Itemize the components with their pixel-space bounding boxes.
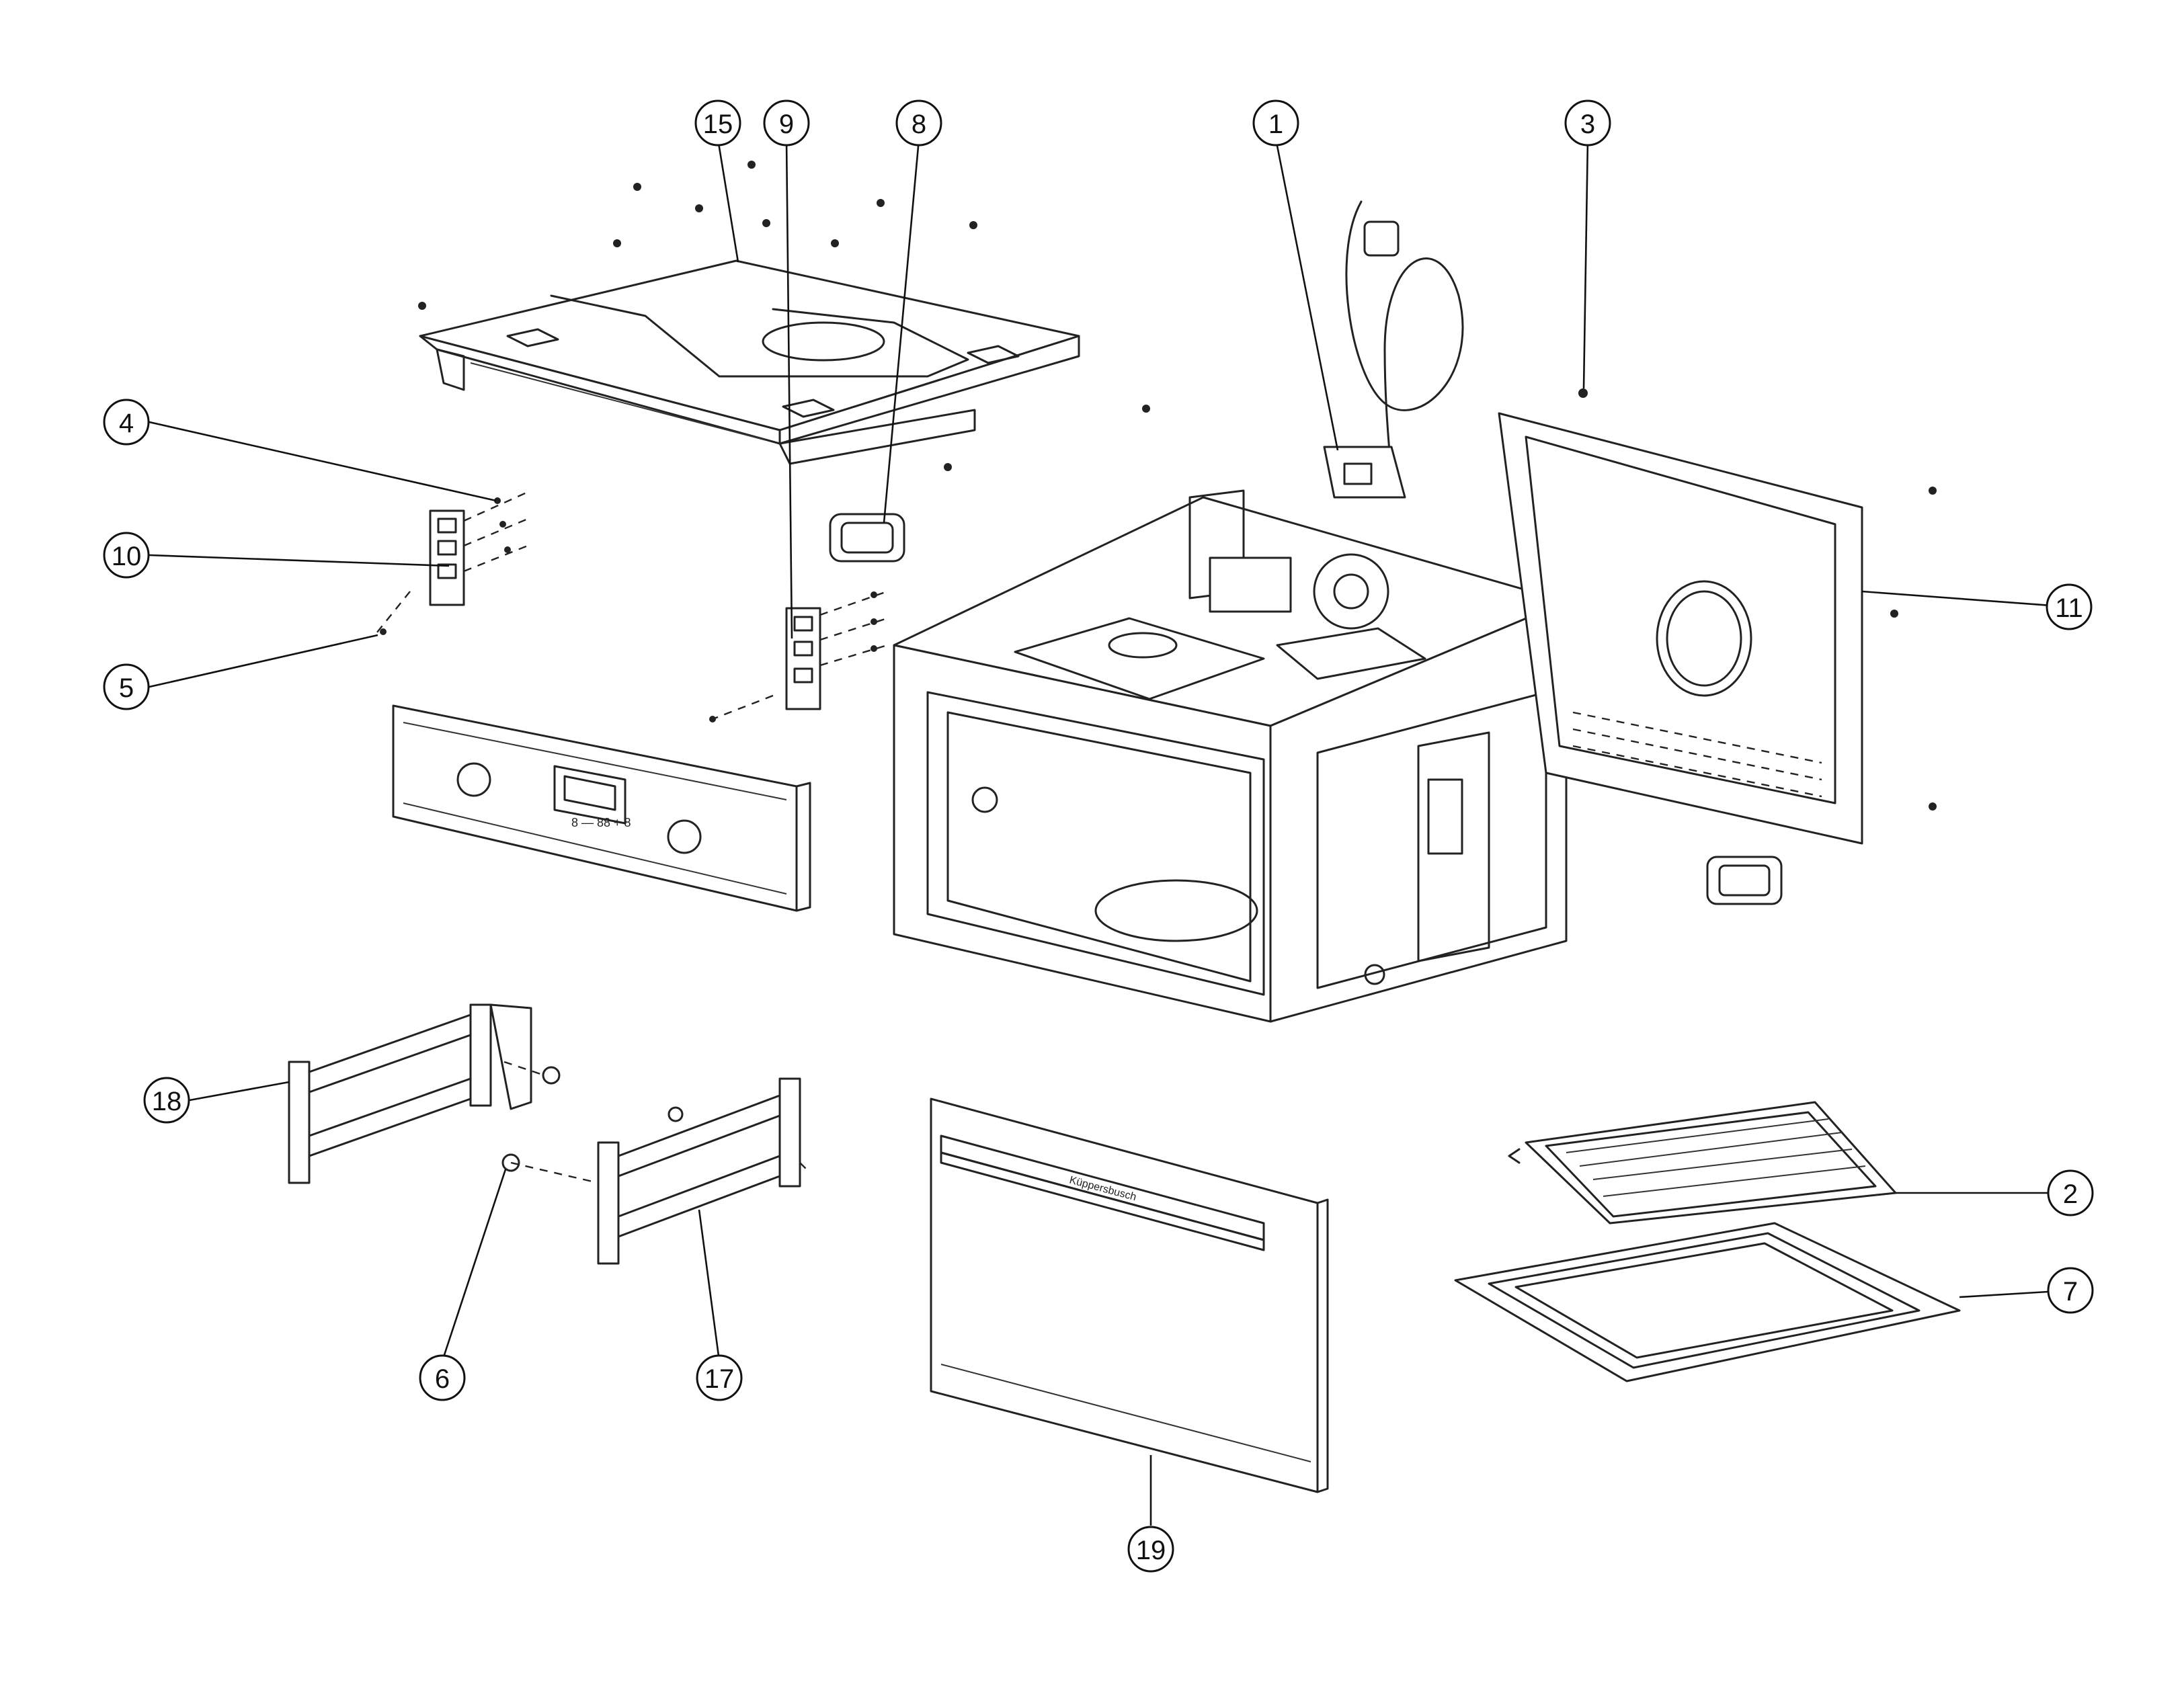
callout-4: 4 — [103, 399, 150, 446]
back-panel — [1498, 412, 1863, 905]
callout-label: 19 — [1136, 1536, 1166, 1565]
callout-label: 7 — [2063, 1277, 2078, 1307]
callout-label: 6 — [435, 1364, 450, 1394]
callout-label: 1 — [1268, 110, 1283, 139]
callout-5: 5 — [103, 663, 150, 710]
right-hinge-assembly — [709, 590, 888, 722]
callout-17: 17 — [696, 1354, 743, 1401]
oven-main-body — [893, 489, 1568, 1023]
callout-label: 15 — [703, 110, 733, 139]
back-panel-screws — [1890, 487, 1937, 811]
callout-18: 18 — [143, 1077, 190, 1124]
oven-door: Küppersbusch — [930, 1097, 1329, 1493]
callout-label: 2 — [2063, 1179, 2078, 1209]
panel-display-symbols: 8 — 88 + 8 — [571, 816, 631, 829]
callout-label: 10 — [112, 542, 142, 571]
baking-tray — [1454, 1222, 1961, 1382]
callout-label: 17 — [704, 1364, 735, 1394]
callout-label: 8 — [912, 110, 926, 139]
right-shelf-rail — [501, 1077, 807, 1265]
leader-lines — [149, 138, 2071, 1526]
callout-label: 5 — [119, 673, 134, 703]
top-cover-plate — [419, 259, 1080, 465]
callout-9: 9 — [763, 99, 810, 147]
callout-label: 11 — [2055, 593, 2083, 623]
callout-1: 1 — [1252, 99, 1299, 147]
power-cord — [1323, 200, 1464, 499]
left-shelf-rail — [288, 1003, 561, 1184]
callout-6: 6 — [419, 1354, 466, 1401]
callout-7: 7 — [2047, 1267, 2094, 1314]
callout-2: 2 — [2047, 1169, 2094, 1216]
callout-10: 10 — [103, 532, 150, 579]
callout-label: 3 — [1580, 110, 1595, 139]
callout-15: 15 — [694, 99, 741, 147]
callout-label: 9 — [779, 110, 794, 139]
callout-3: 3 — [1564, 99, 1611, 147]
left-hinge-assembly — [376, 489, 532, 635]
callout-8: 8 — [895, 99, 942, 147]
callout-label: 18 — [152, 1087, 182, 1116]
top-cover-screws — [418, 161, 1150, 471]
part-3-screw — [1578, 388, 1588, 398]
callout-19: 19 — [1127, 1526, 1174, 1573]
grill-rack — [1508, 1101, 1897, 1225]
callout-11: 11 — [2046, 583, 2093, 630]
control-panel: 8 — 88 + 8 — [392, 704, 811, 912]
part-8-cover — [829, 513, 905, 563]
callout-label: 4 — [119, 409, 134, 438]
